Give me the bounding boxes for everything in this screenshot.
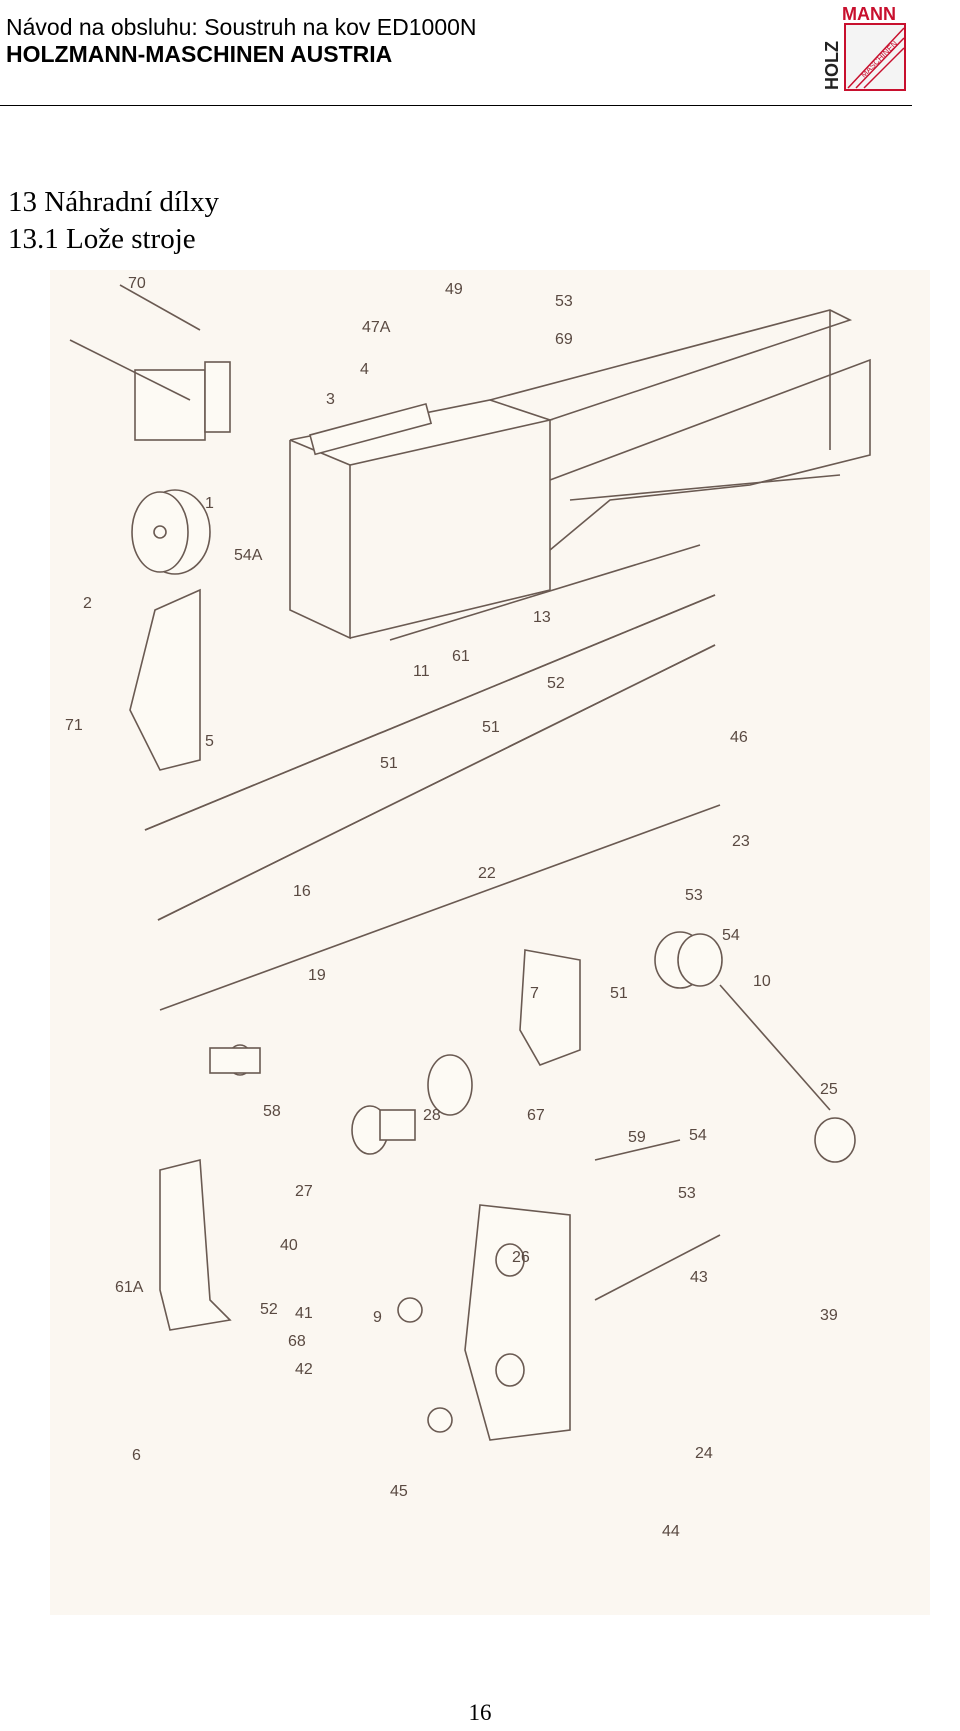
part-label: 7 [530, 985, 539, 1002]
lathe-bed-drawing [289, 309, 871, 640]
part-label: 68 [288, 1333, 306, 1350]
bracket-1-drawing [69, 284, 231, 441]
part-label: 51 [482, 719, 500, 736]
part-label: 3 [326, 391, 335, 408]
part-label: 23 [732, 833, 750, 850]
part-label: 61A [115, 1279, 144, 1296]
part-label: 43 [690, 1269, 708, 1286]
part-label: 13 [533, 609, 551, 626]
part-label: 61 [452, 648, 470, 665]
part-label: 69 [555, 331, 573, 348]
part-label: 58 [263, 1103, 281, 1120]
part-label: 71 [65, 717, 83, 734]
part-label: 54 [722, 927, 740, 944]
part-label: 52 [547, 675, 565, 692]
part-label: 53 [685, 887, 703, 904]
part-label: 22 [478, 865, 496, 882]
part-label: 39 [820, 1307, 838, 1324]
part-label: 45 [390, 1483, 408, 1500]
part-label: 40 [280, 1237, 298, 1254]
shafts-drawing [144, 474, 841, 1011]
part-label: 4 [360, 361, 369, 378]
part-label: 51 [610, 985, 628, 1002]
exploded-parts-diagram: 70 49 53 47A 69 4 3 1 54A 2 13 61 11 52 … [50, 270, 930, 1615]
company-name: HOLZMANN-MASCHINEN AUSTRIA [6, 41, 393, 67]
pulley-2-drawing [131, 489, 211, 575]
part-label: 59 [628, 1129, 646, 1146]
document-header: Návod na obsluhu: Soustruh na kov ED1000… [6, 14, 477, 68]
part-label: 53 [555, 293, 573, 310]
lower-parts-drawing [159, 931, 856, 1441]
part-label: 54A [234, 547, 263, 564]
part-label: 16 [293, 883, 311, 900]
part-label: 47A [362, 319, 391, 336]
part-label: 5 [205, 733, 214, 750]
part-label: 67 [527, 1107, 545, 1124]
logo-word-mann: MANN [842, 4, 896, 24]
part-label: 44 [662, 1523, 680, 1540]
part-label: 11 [413, 663, 430, 680]
section-subheading: 13.1 Lože stroje [8, 223, 196, 255]
part-label: 26 [512, 1249, 530, 1266]
part-label: 28 [423, 1107, 441, 1124]
part-label: 51 [380, 755, 398, 772]
part-label: 41 [295, 1305, 313, 1322]
part-label: 53 [678, 1185, 696, 1202]
part-label: 2 [83, 595, 92, 612]
part-label: 6 [132, 1447, 141, 1464]
part-label: 1 [205, 495, 214, 512]
part-label: 19 [308, 967, 326, 984]
part-label: 49 [445, 281, 463, 298]
section-heading: 13 Náhradní dílxy [8, 186, 220, 218]
part-label: 70 [128, 275, 146, 292]
holzmann-logo: MANN HOLZ MASCHINEN [812, 2, 916, 94]
plate-5-drawing [129, 588, 201, 771]
part-label: 52 [260, 1301, 278, 1318]
part-label: 10 [753, 973, 771, 990]
part-label: 27 [295, 1183, 313, 1200]
header-divider [0, 105, 912, 106]
page-number: 16 [468, 1700, 492, 1725]
part-label: 24 [695, 1445, 713, 1462]
part-label: 46 [730, 729, 748, 746]
part-label: 9 [373, 1309, 382, 1326]
logo-word-holz: HOLZ [822, 41, 842, 90]
part-label: 25 [820, 1081, 838, 1098]
part-label: 42 [295, 1361, 313, 1378]
part-number-labels: 70 49 53 47A 69 4 3 1 54A 2 13 61 11 52 … [65, 275, 838, 1540]
manual-title: Návod na obsluhu: Soustruh na kov ED1000… [6, 14, 477, 40]
part-label: 54 [689, 1127, 707, 1144]
